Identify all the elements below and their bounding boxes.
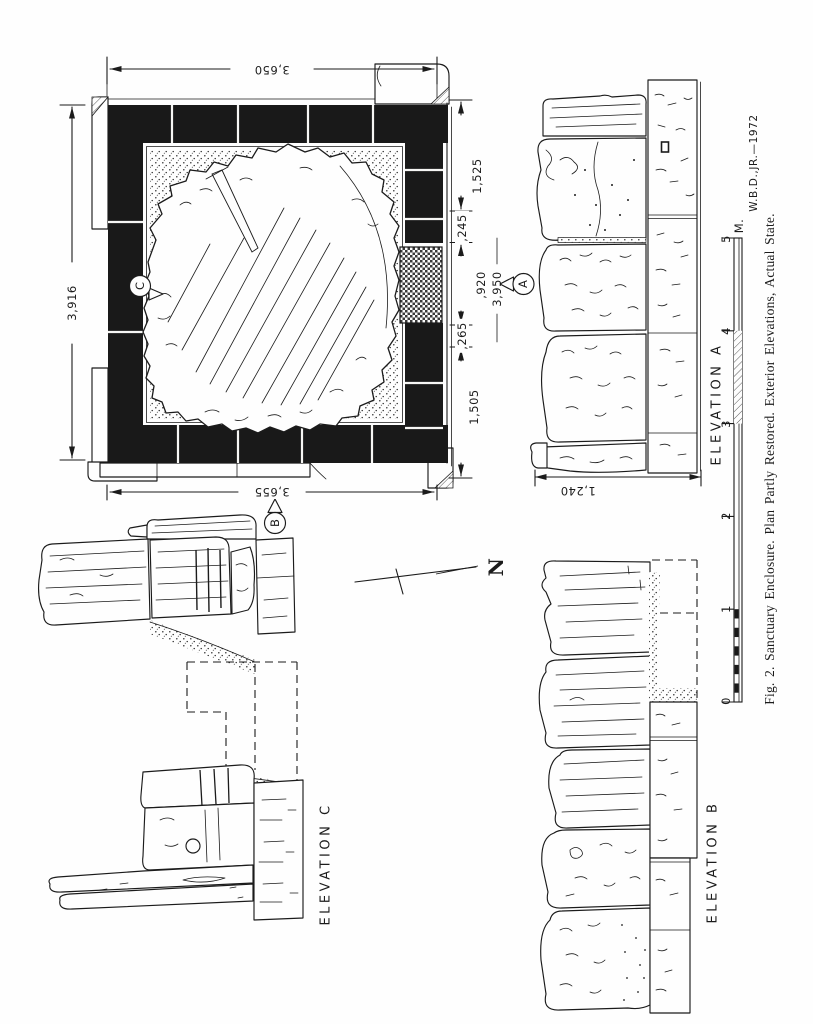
scale-tick-0: 0 [719, 697, 733, 705]
chain-dim-920: ,920 [474, 271, 488, 299]
chain-dim-1525: 1,525 [470, 158, 484, 194]
marker-letter-b: B [268, 519, 282, 527]
elevation-c-debris-upper [150, 620, 255, 674]
rock-striations [167, 207, 375, 406]
rock-contour [339, 165, 388, 329]
elevation-c-foundation [253, 779, 304, 921]
elevation-c-restored-outline [186, 661, 298, 783]
marker-letter-c: C [133, 281, 147, 291]
elevation-c-drawing [37, 514, 304, 921]
section-marker-c [128, 274, 164, 301]
elevation-a-title: ELEVATION A [709, 342, 725, 466]
plan-outer-face-lines [446, 102, 452, 467]
section-marker-b [263, 498, 287, 535]
scale-tick-4: 4 [719, 327, 733, 335]
plan-central-rock [142, 143, 400, 434]
marker-letter-a: A [516, 280, 530, 288]
scale-bar-subdivisions [734, 609, 739, 693]
plan-dim-bottom: 3,655 [251, 485, 293, 499]
elevation-b-drawing [538, 559, 698, 1014]
chain-dim-1505: 1,505 [467, 389, 481, 425]
plan-dim-left: 3,916 [65, 282, 79, 324]
plan-dim-top: 3,650 [251, 63, 293, 77]
north-arrow [354, 565, 479, 595]
plan-dimension-lines [59, 56, 535, 535]
north-label: N [484, 557, 508, 577]
wall-joints [108, 105, 443, 463]
elevation-b-title: ELEVATION B [705, 800, 721, 924]
elevation-a-foundation [647, 79, 701, 474]
chain-dim-245: ,245 [455, 211, 469, 245]
chain-dim-overall: 3,950 [490, 271, 504, 307]
figure-signature: W.B.D.,JR.—1972 [748, 114, 760, 212]
section-marker-a [499, 272, 535, 296]
scale-bar [721, 237, 743, 703]
scale-tick-3: 3 [719, 420, 733, 428]
scale-tick-5: 5 [719, 235, 733, 243]
figure-caption: Fig. 2. Sanctuary Enclosure. Plan Partly… [762, 213, 777, 705]
elevation-c-title: ELEVATION C [318, 802, 334, 926]
scale-unit: M. [732, 218, 746, 234]
plan-view [87, 63, 454, 489]
chain-dim-265: ,265 [455, 319, 469, 353]
plan-wall-ring [108, 105, 448, 463]
elevation-a-height-label: 1,240 [560, 484, 596, 498]
elevation-a-height-dimension [534, 469, 702, 487]
elevation-b-debris-stipple [649, 572, 697, 702]
scale-tick-1: 1 [719, 605, 733, 613]
rock-squiggles [157, 166, 379, 421]
scale-tick-2: 2 [719, 512, 733, 520]
plan-doorway-restored-block [399, 246, 443, 324]
elevation-a-dots [574, 159, 635, 231]
elevation-b-foundation [649, 701, 698, 1014]
elevation-b-dotted-patch [621, 924, 646, 1001]
elevation-a-drawing [530, 79, 702, 487]
rock-cleft [211, 169, 259, 253]
elevation-b-restored-outline [652, 559, 698, 700]
